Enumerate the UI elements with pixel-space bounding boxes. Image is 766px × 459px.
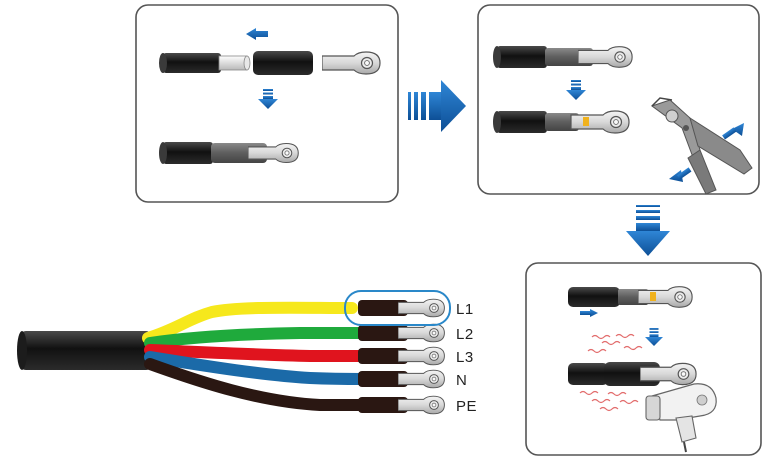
crimping-plier-icon bbox=[650, 97, 753, 195]
multi-core-cable bbox=[17, 290, 451, 415]
wire-n bbox=[144, 351, 368, 385]
cable-after-shrink bbox=[568, 362, 697, 386]
next-step-arrow-icon bbox=[626, 205, 670, 256]
wire-label-pe: PE bbox=[456, 398, 477, 415]
stripped-cable bbox=[159, 53, 251, 73]
wire-l3 bbox=[144, 344, 368, 362]
next-step-arrow-icon bbox=[408, 80, 466, 132]
heat-waves-icon bbox=[579, 333, 643, 412]
heat-shrink-sleeve bbox=[253, 51, 313, 75]
press-arrow-icon bbox=[732, 123, 744, 136]
panel-frame bbox=[477, 4, 760, 195]
step-1-panel bbox=[135, 4, 399, 203]
wire-labels: L1 L2 L3 N PE bbox=[456, 301, 477, 415]
left-arrow-icon bbox=[246, 28, 268, 40]
wire-label-l1: L1 bbox=[456, 301, 474, 318]
terminal-pe bbox=[358, 395, 445, 415]
terminal-l2 bbox=[358, 323, 445, 343]
terminal-l3 bbox=[358, 346, 445, 366]
assembled-cable bbox=[159, 142, 299, 164]
wire-label-n: N bbox=[456, 372, 467, 389]
wire-pe bbox=[144, 358, 368, 411]
wire-l2 bbox=[144, 326, 368, 349]
wire-label-l3: L3 bbox=[456, 349, 474, 366]
step-3-panel bbox=[525, 262, 762, 456]
terminal-n bbox=[358, 369, 445, 389]
step-2-panel bbox=[477, 4, 760, 195]
wire-l1 bbox=[142, 301, 358, 344]
terminal-l1 bbox=[358, 298, 445, 318]
cable-before-shrink bbox=[568, 286, 693, 308]
heat-gun-icon bbox=[645, 383, 717, 453]
right-arrow-icon bbox=[590, 309, 598, 317]
l1-highlight-outline bbox=[344, 290, 451, 326]
cable-with-lug bbox=[493, 46, 633, 68]
crimped-cable bbox=[493, 110, 630, 134]
press-arrow-icon bbox=[669, 170, 683, 182]
wire-label-l2: L2 bbox=[456, 326, 474, 343]
